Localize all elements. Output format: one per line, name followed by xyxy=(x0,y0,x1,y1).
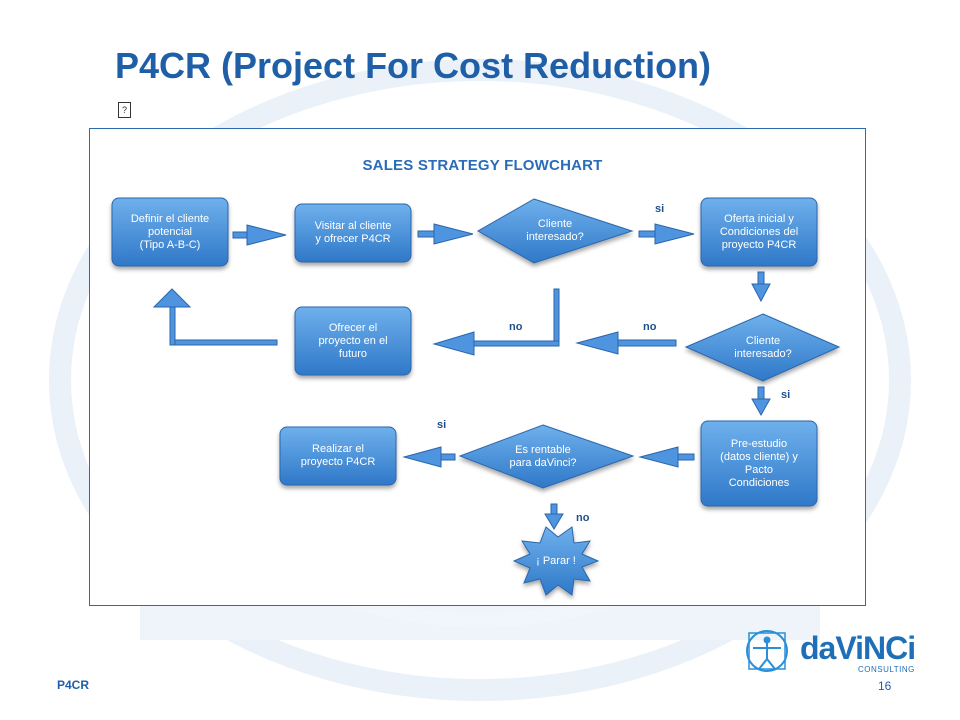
node-text: Es rentable para daVinci? xyxy=(509,444,577,469)
arrow-head xyxy=(654,223,695,245)
flowchart-title: SALES STRATEGY FLOWCHART xyxy=(362,157,603,174)
davinci-logo xyxy=(746,630,788,672)
arrow-head xyxy=(402,446,442,468)
node-text: Ofrecer el proyecto en el futuro xyxy=(318,321,388,360)
label-si: si xyxy=(437,419,447,431)
node-text: Cliente interesado? xyxy=(526,218,584,243)
node-text: Oferta inicial y Condiciones del proyect… xyxy=(719,212,799,251)
missing-glyph-icon: ? xyxy=(118,102,131,118)
connector-line xyxy=(169,306,176,346)
decision-3-label: Es rentable para daVinci? xyxy=(476,437,610,477)
node-pre-estudio-label: Pre-estudio (datos cliente) y Pacto Cond… xyxy=(701,421,817,506)
logo-brand-text: daViNCi xyxy=(800,630,916,666)
decision-cliente-interesado-2 xyxy=(684,313,841,382)
arrow-head xyxy=(544,513,564,530)
slide-title: P4CR (Project For Cost Reduction) xyxy=(115,45,712,86)
logo-sub-text: CONSULTING xyxy=(858,665,915,674)
node-realizar-proyecto xyxy=(279,426,397,486)
decision-1-label: Cliente interesado? xyxy=(488,211,622,251)
node-text: Cliente interesado? xyxy=(734,335,792,360)
arrow-shaft xyxy=(550,503,558,515)
arrow-head xyxy=(638,446,679,468)
label-si: si xyxy=(781,389,791,401)
flowchart-frame: SALES STRATEGY FLOWCHART Definir el clie… xyxy=(89,128,866,606)
node-oferta-inicial xyxy=(700,197,818,267)
node-text: Realizar el proyecto P4CR xyxy=(300,443,376,468)
decision-es-rentable xyxy=(458,424,635,489)
arrow-shaft xyxy=(617,339,677,347)
arrow-shaft xyxy=(440,453,456,461)
node-text: Pre-estudio (datos cliente) y Pacto Cond… xyxy=(720,437,798,489)
arrow-head xyxy=(433,223,474,245)
decision-2-label: Cliente interesado? xyxy=(696,328,830,368)
label-no: no xyxy=(576,512,590,524)
connector-line xyxy=(553,288,560,346)
arrow-head xyxy=(751,283,771,303)
node-parar-starburst xyxy=(512,526,600,596)
arrow-shaft xyxy=(417,230,435,238)
node-visitar-cliente-label: Visitar al cliente y ofrecer P4CR xyxy=(295,204,411,262)
arrow-shaft xyxy=(757,271,765,285)
node-ofrecer-futuro-label: Ofrecer el proyecto en el futuro xyxy=(295,307,411,375)
connector-line xyxy=(473,340,560,347)
node-definir-cliente-label: Definir el cliente potencial (Tipo A-B-C… xyxy=(112,198,228,266)
page-number: 16 xyxy=(878,679,892,693)
arrow-shaft xyxy=(638,230,656,238)
arrow-head xyxy=(432,331,475,356)
node-realizar-proyecto-label: Realizar el proyecto P4CR xyxy=(280,427,396,485)
node-text: ¡ Parar ! xyxy=(536,554,576,567)
label-no: no xyxy=(643,321,657,333)
node-definir-cliente xyxy=(111,197,229,267)
arrow-head xyxy=(152,288,192,308)
connector-line xyxy=(169,339,278,346)
node-parar-label: ¡ Parar ! xyxy=(514,549,598,573)
node-text: Visitar al cliente y ofrecer P4CR xyxy=(314,220,392,245)
arrow-shaft xyxy=(232,231,248,239)
flowchart-canvas xyxy=(111,197,841,596)
node-ofrecer-futuro xyxy=(294,306,412,376)
decision-cliente-interesado-1 xyxy=(476,198,634,264)
node-text: Definir el cliente potencial (Tipo A-B-C… xyxy=(130,212,210,251)
footer-label: P4CR xyxy=(57,678,90,692)
node-oferta-inicial-label: Oferta inicial y Condiciones del proyect… xyxy=(701,198,817,266)
node-visitar-cliente xyxy=(294,203,412,263)
arrow-shaft xyxy=(757,386,765,400)
arrow-shaft xyxy=(677,453,695,461)
arrow-head xyxy=(246,224,287,246)
label-si: si xyxy=(655,203,665,215)
label-no: no xyxy=(509,321,523,333)
arrow-head xyxy=(575,331,619,355)
node-pre-estudio xyxy=(700,420,818,507)
arrow-head xyxy=(751,398,771,417)
